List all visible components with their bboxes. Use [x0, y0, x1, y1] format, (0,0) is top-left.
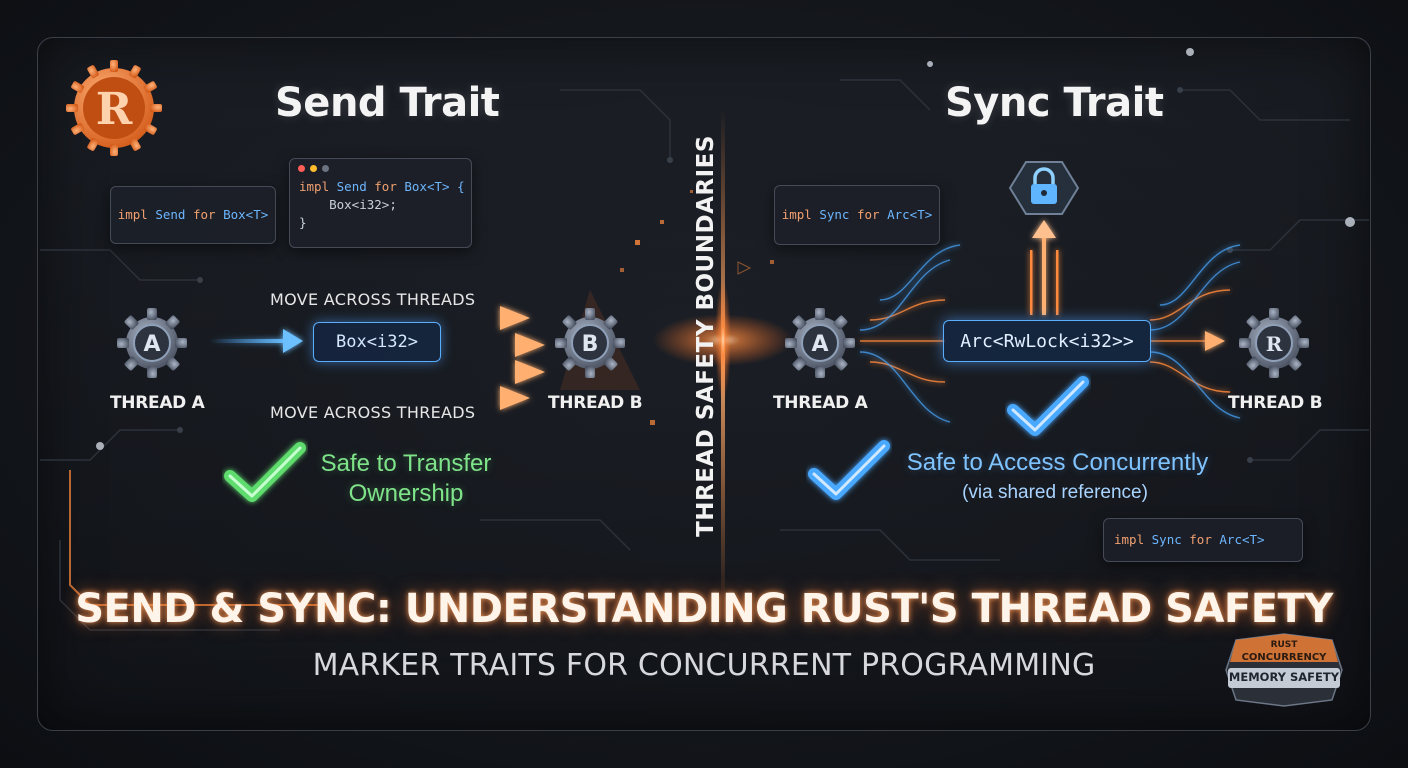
panel-frame — [37, 37, 1371, 731]
gear-icon: R — [1239, 308, 1309, 378]
sync-code-snippet-top: impl Sync for Arc<T> — [774, 185, 940, 245]
badge-line1: RUST — [1270, 640, 1298, 650]
send-code-window: impl Send for Box<T> { Box<i32>; } — [289, 158, 472, 248]
send-thread-b-label: THREAD B — [548, 393, 643, 413]
sync-safe-submessage: (via shared reference) — [962, 482, 1148, 503]
move-across-threads-label-bottom: MOVE ACROSS THREADS — [270, 403, 476, 422]
send-code-snippet-small: impl Send for Box<T> — [110, 186, 276, 244]
subtitle: MARKER TRAITS FOR CONCURRENT PROGRAMMING — [312, 648, 1096, 683]
sync-trait-title: Sync Trait — [945, 80, 1164, 126]
main-title: SEND & SYNC: UNDERSTANDING RUST'S THREAD… — [75, 586, 1333, 632]
rust-concurrency-badge — [1225, 633, 1343, 707]
badge-line3: MEMORY SAFETY — [1228, 670, 1340, 684]
sync-thread-a-label: THREAD A — [773, 393, 868, 413]
send-trait-title: Send Trait — [275, 80, 500, 126]
rust-logo-icon: R — [66, 60, 162, 156]
box-i32-payload: Box<i32> — [313, 322, 441, 362]
arc-rwlock-payload: Arc<RwLock<i32>> — [943, 320, 1151, 362]
window-controls — [290, 159, 471, 174]
svg-text:B: B — [582, 332, 599, 357]
sync-thread-b-label: THREAD B — [1228, 393, 1323, 413]
svg-text:A: A — [811, 332, 828, 357]
padlock-icon — [1008, 161, 1080, 215]
thread-safety-boundaries-label: THREAD SAFETY BOUNDARIES — [693, 135, 719, 537]
svg-text:R: R — [96, 84, 133, 135]
sync-safe-message: Safe to Access Concurrently — [906, 449, 1209, 476]
checkmark-icon — [1007, 376, 1089, 436]
send-thread-a-label: THREAD A — [110, 393, 205, 413]
sync-code-snippet-bottom: impl Sync for Arc<T> — [1103, 518, 1303, 562]
move-across-threads-label-top: MOVE ACROSS THREADS — [270, 290, 476, 309]
gear-icon: A — [117, 308, 187, 378]
send-safe-message: Safe to Transfer Ownership — [320, 450, 492, 507]
svg-text:A: A — [143, 332, 160, 357]
gear-icon: B — [555, 308, 625, 378]
badge-line2: CONCURRENCY — [1241, 652, 1327, 663]
svg-text:R: R — [1266, 332, 1283, 356]
checkmark-icon — [808, 440, 890, 500]
gear-icon: A — [785, 308, 855, 378]
checkmark-icon — [224, 442, 306, 502]
